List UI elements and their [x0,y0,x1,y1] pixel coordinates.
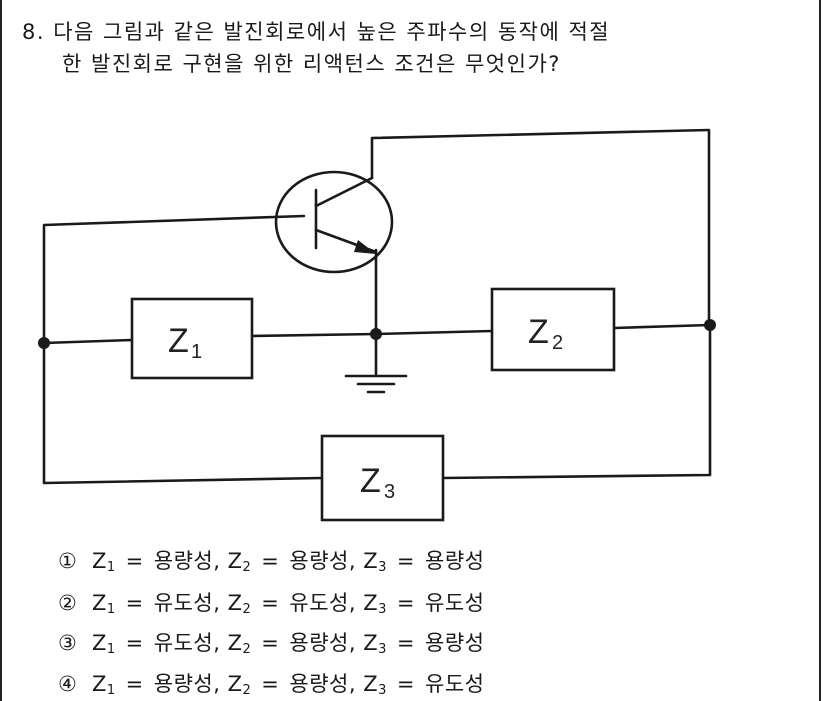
wire-ground-node-to-z2 [374,329,494,336]
question-text-line-1: 8. 다음 그림과 같은 발진회로에서 높은 주파수의 동작에 적절 [22,20,611,44]
transistor-circle [274,170,394,274]
option-marker: ① [58,549,78,573]
wire-z3-to-right [441,323,712,480]
wire-z2-to-right [612,323,712,330]
z3-label: Z [360,462,381,500]
option-marker: ④ [58,672,78,696]
wire-z1-to-ground-node [250,332,378,338]
z3-box [320,434,445,522]
z3-label-sub: 3 [384,481,395,503]
z2-label: Z [528,313,549,351]
question-text-line-2: 한 발진회로 구현을 위한 리액턴스 조건은 무엇인가? [62,52,561,76]
transistor-emitter-arrow [354,240,376,254]
z1-label: Z [168,322,189,360]
frame-border-right [819,0,821,701]
z1-box [130,297,254,380]
oscillator-circuit-diagram: Z 1 Z 2 Z 3 [38,128,716,522]
wire-base-to-left [42,214,306,345]
z2-label-sub: 2 [552,332,563,354]
z1-label-sub: 1 [191,341,202,363]
wire-collector-to-right [370,128,711,327]
frame-border-left [0,0,2,701]
transistor-collector-lead [314,176,374,208]
junction-right [704,319,716,331]
z2-box [490,287,616,372]
junction-left [38,337,50,349]
option-marker: ② [58,591,78,615]
option-marker: ③ [58,631,78,655]
wire-left-to-z1 [42,338,134,345]
junction-middle [370,328,382,340]
wire-left-to-z3 [42,341,324,485]
